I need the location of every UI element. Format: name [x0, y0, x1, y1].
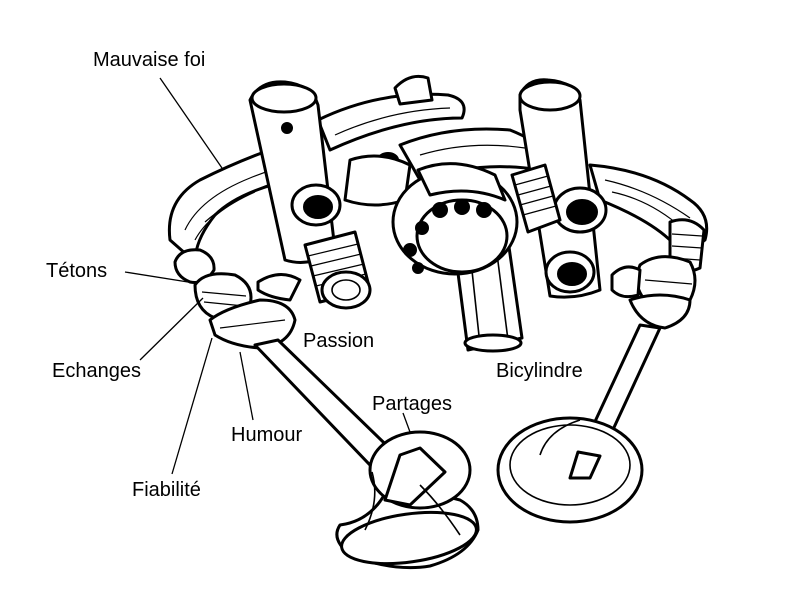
left-rocker-tip: [173, 248, 302, 350]
label-humour: Humour: [231, 424, 302, 446]
right-valve-spring: [510, 163, 562, 234]
right-valve: [496, 323, 662, 524]
leader-tetons: [124, 271, 189, 283]
label-bicylindre: Bicylindre: [496, 360, 583, 382]
label-echanges: Echanges: [52, 360, 141, 382]
leader-fiabilite: [171, 337, 213, 475]
valve-train-illustration: [167, 74, 709, 570]
right-rocker-post: [518, 78, 608, 299]
leader-partages: [402, 412, 411, 433]
label-mauvaise-foi: Mauvaise foi: [93, 49, 205, 71]
left-valve-spring: [303, 230, 372, 310]
cam-wheel: [391, 162, 519, 276]
leader-mauvaise-foi: [159, 77, 223, 169]
label-tetons: Tétons: [46, 260, 107, 282]
leader-humour: [239, 351, 254, 421]
rocker-bridge: [316, 74, 466, 207]
label-partages: Partages: [372, 393, 452, 415]
leader-echanges: [139, 297, 204, 361]
label-passion: Passion: [303, 330, 374, 352]
label-fiabilite: Fiabilité: [132, 479, 201, 501]
right-rocker-tip: [610, 218, 706, 330]
leader-lines: [124, 77, 411, 475]
labels: Mauvaise foi Tétons Echanges Fiabilité H…: [46, 49, 583, 501]
left-rocker-post: [248, 80, 342, 264]
left-valve: [253, 338, 480, 570]
